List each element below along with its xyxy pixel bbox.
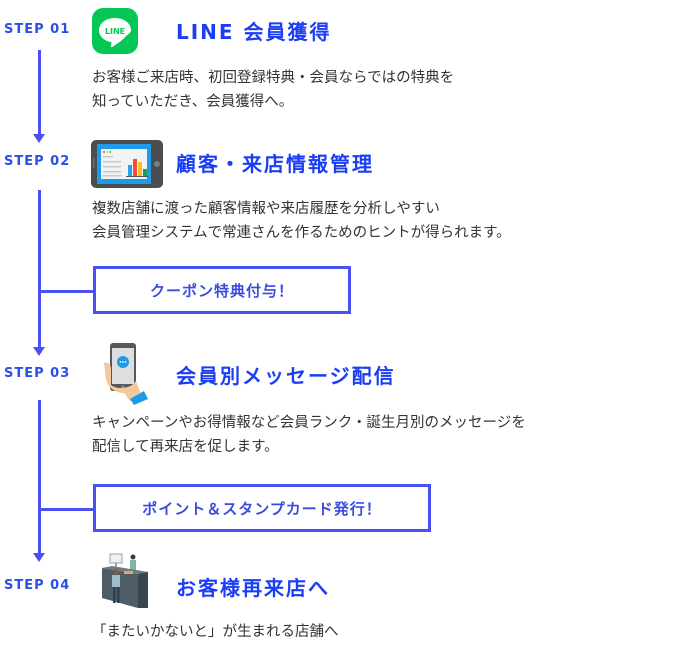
step-03-description: キャンペーンやお得情報など会員ランク・誕生月別のメッセージを 配信して再来店を促… (92, 411, 526, 459)
step-01-title: LINE 会員獲得 (176, 20, 332, 44)
desc-line: 複数店舗に渡った顧客情報や来店履歴を分析しやすい (92, 201, 440, 217)
desc-line: キャンペーンやお得情報など会員ランク・誕生月別のメッセージを (92, 415, 526, 431)
desc-line: 会員管理システムで常連さんを作るためのヒントが得られます。 (92, 225, 511, 241)
callout-connector (38, 290, 94, 293)
flow-connector-line (38, 190, 41, 350)
arrow-down-icon (33, 553, 45, 562)
step-03-title: 会員別メッセージ配信 (176, 364, 396, 388)
step-04-label: STEP 04 (4, 578, 71, 593)
desc-line: 「またいかないと」が生まれる店舗へ (92, 624, 339, 640)
callout-connector (38, 508, 94, 511)
tablet-chart-icon (91, 140, 163, 188)
store-counter-icon (100, 552, 152, 608)
flow-connector-line (38, 400, 41, 556)
arrow-down-icon (33, 134, 45, 143)
step-02-description: 複数店舗に渡った顧客情報や来店履歴を分析しやすい 会員管理システムで常連さんを作… (92, 197, 511, 245)
step-04-title: お客様再来店へ (176, 576, 330, 600)
step-04-description: 「またいかないと」が生まれる店舗へ (92, 620, 339, 644)
step-03-label: STEP 03 (4, 366, 71, 381)
hand-smartphone-icon (102, 341, 148, 405)
step-02-title: 顧客・来店情報管理 (176, 152, 374, 176)
point-stamp-card-callout-box: ポイント＆スタンプカード発行！ (93, 484, 431, 532)
desc-line: 知っていただき、会員獲得へ。 (92, 94, 294, 110)
flow-connector-line (38, 50, 41, 136)
line-app-icon: LINE (92, 8, 138, 54)
arrow-down-icon (33, 347, 45, 356)
desc-line: 配信して再来店を促します。 (92, 439, 279, 455)
step-02-label: STEP 02 (4, 154, 71, 169)
step-01-description: お客様ご来店時、初回登録特典・会員ならではの特典を 知っていただき、会員獲得へ。 (92, 66, 454, 114)
step-01-label: STEP 01 (4, 22, 71, 37)
desc-line: お客様ご来店時、初回登録特典・会員ならではの特典を (92, 70, 455, 86)
coupon-callout-box: クーポン特典付与！ (93, 266, 351, 314)
svg-text:LINE: LINE (105, 27, 125, 36)
